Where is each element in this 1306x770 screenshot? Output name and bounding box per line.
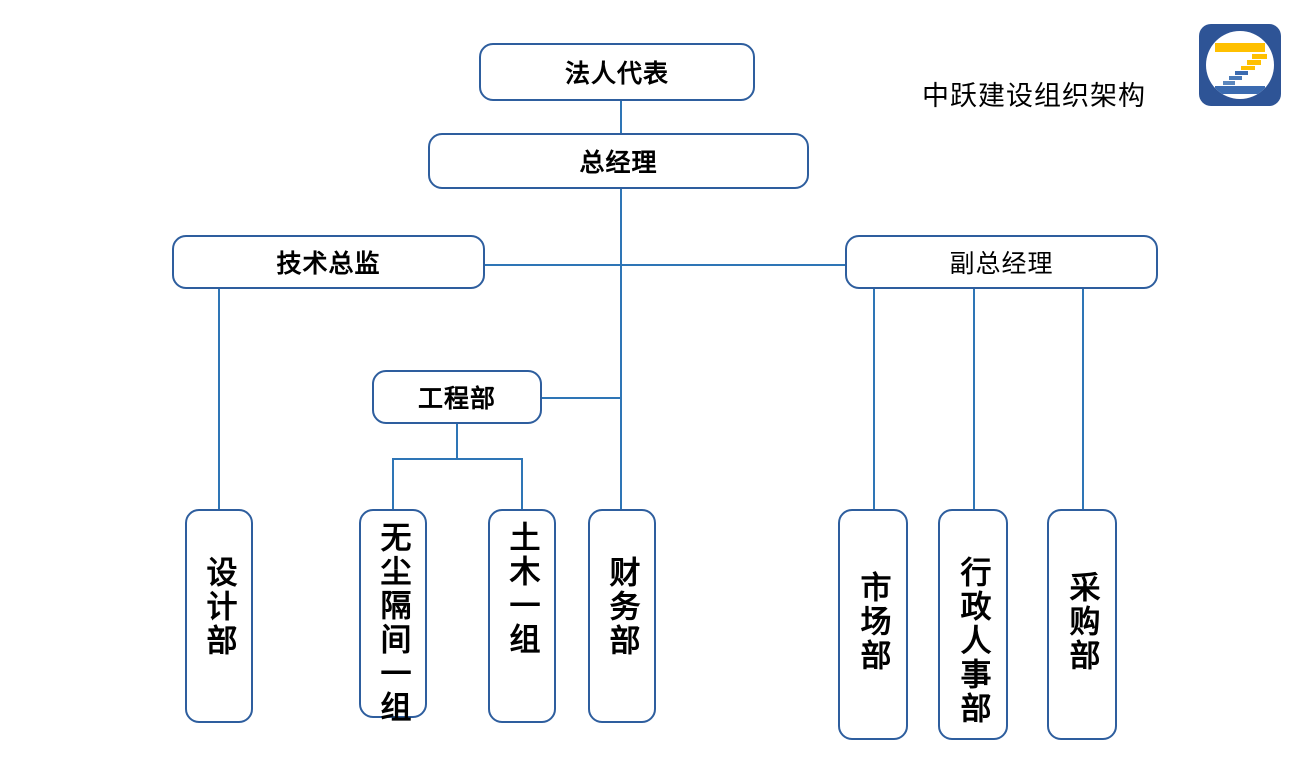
node-admin-hr[interactable]: 行政人事部 [938,509,1008,740]
node-label-civil-1: 土木一组 [504,521,540,657]
node-design[interactable]: 设计部 [185,509,253,723]
connector-engineering-stem [456,424,458,459]
node-label-deputy-manager: 副总经理 [949,250,1054,278]
connector-engineering-crossbar [392,458,523,460]
node-engineering[interactable]: 工程部 [372,370,542,424]
logo-z-step-6 [1223,81,1235,85]
node-legal-rep[interactable]: 法人代表 [479,43,755,101]
node-marketing[interactable]: 市场部 [838,509,908,740]
node-general-manager[interactable]: 总经理 [428,133,809,189]
chart-title: 中跃建设组织架构 [922,81,1146,111]
logo-z-step-4 [1235,71,1248,75]
node-finance[interactable]: 财务部 [588,509,656,723]
node-label-engineering: 工程部 [417,385,496,413]
node-label-cleanroom-1: 无尘隔间一组 [375,521,411,725]
logo-z-step-1 [1252,54,1267,59]
connector-deputy-to-marketing [873,289,875,509]
node-label-legal-rep: 法人代表 [564,60,669,88]
connector-deputy-to-purchasing [1082,289,1084,509]
node-label-general-manager: 总经理 [579,149,658,177]
connector-gm-trunk [620,189,622,509]
logo-disc [1206,31,1274,99]
node-civil-1[interactable]: 土木一组 [488,509,556,723]
logo-z-bottom-bar [1215,86,1265,94]
connector-engineering-to-civil [521,458,523,509]
connector-engineering-to-trunk [542,397,621,399]
zhongyue-logo [1199,24,1281,106]
node-deputy-manager[interactable]: 副总经理 [845,235,1158,289]
node-label-marketing: 市场部 [855,571,891,673]
connector-techdirector-to-design [218,289,220,509]
node-label-design: 设计部 [201,556,237,658]
connector-engineering-to-cleanroom [392,458,394,509]
node-purchasing[interactable]: 采购部 [1047,509,1117,740]
node-label-admin-hr: 行政人事部 [955,556,991,726]
connector-deputy-to-adminhr [973,289,975,509]
logo-z-step-3 [1241,66,1255,70]
logo-z-top-bar [1215,43,1265,52]
node-label-tech-director: 技术总监 [276,250,381,278]
connector-level3-crossbar [485,264,845,266]
node-tech-director[interactable]: 技术总监 [172,235,485,289]
node-label-finance: 财务部 [604,556,640,658]
logo-z-step-2 [1247,60,1261,65]
node-cleanroom-1[interactable]: 无尘隔间一组 [359,509,427,725]
connector-legalrep-to-gm [620,101,622,134]
logo-z-step-5 [1229,76,1242,80]
node-label-purchasing: 采购部 [1064,571,1100,673]
